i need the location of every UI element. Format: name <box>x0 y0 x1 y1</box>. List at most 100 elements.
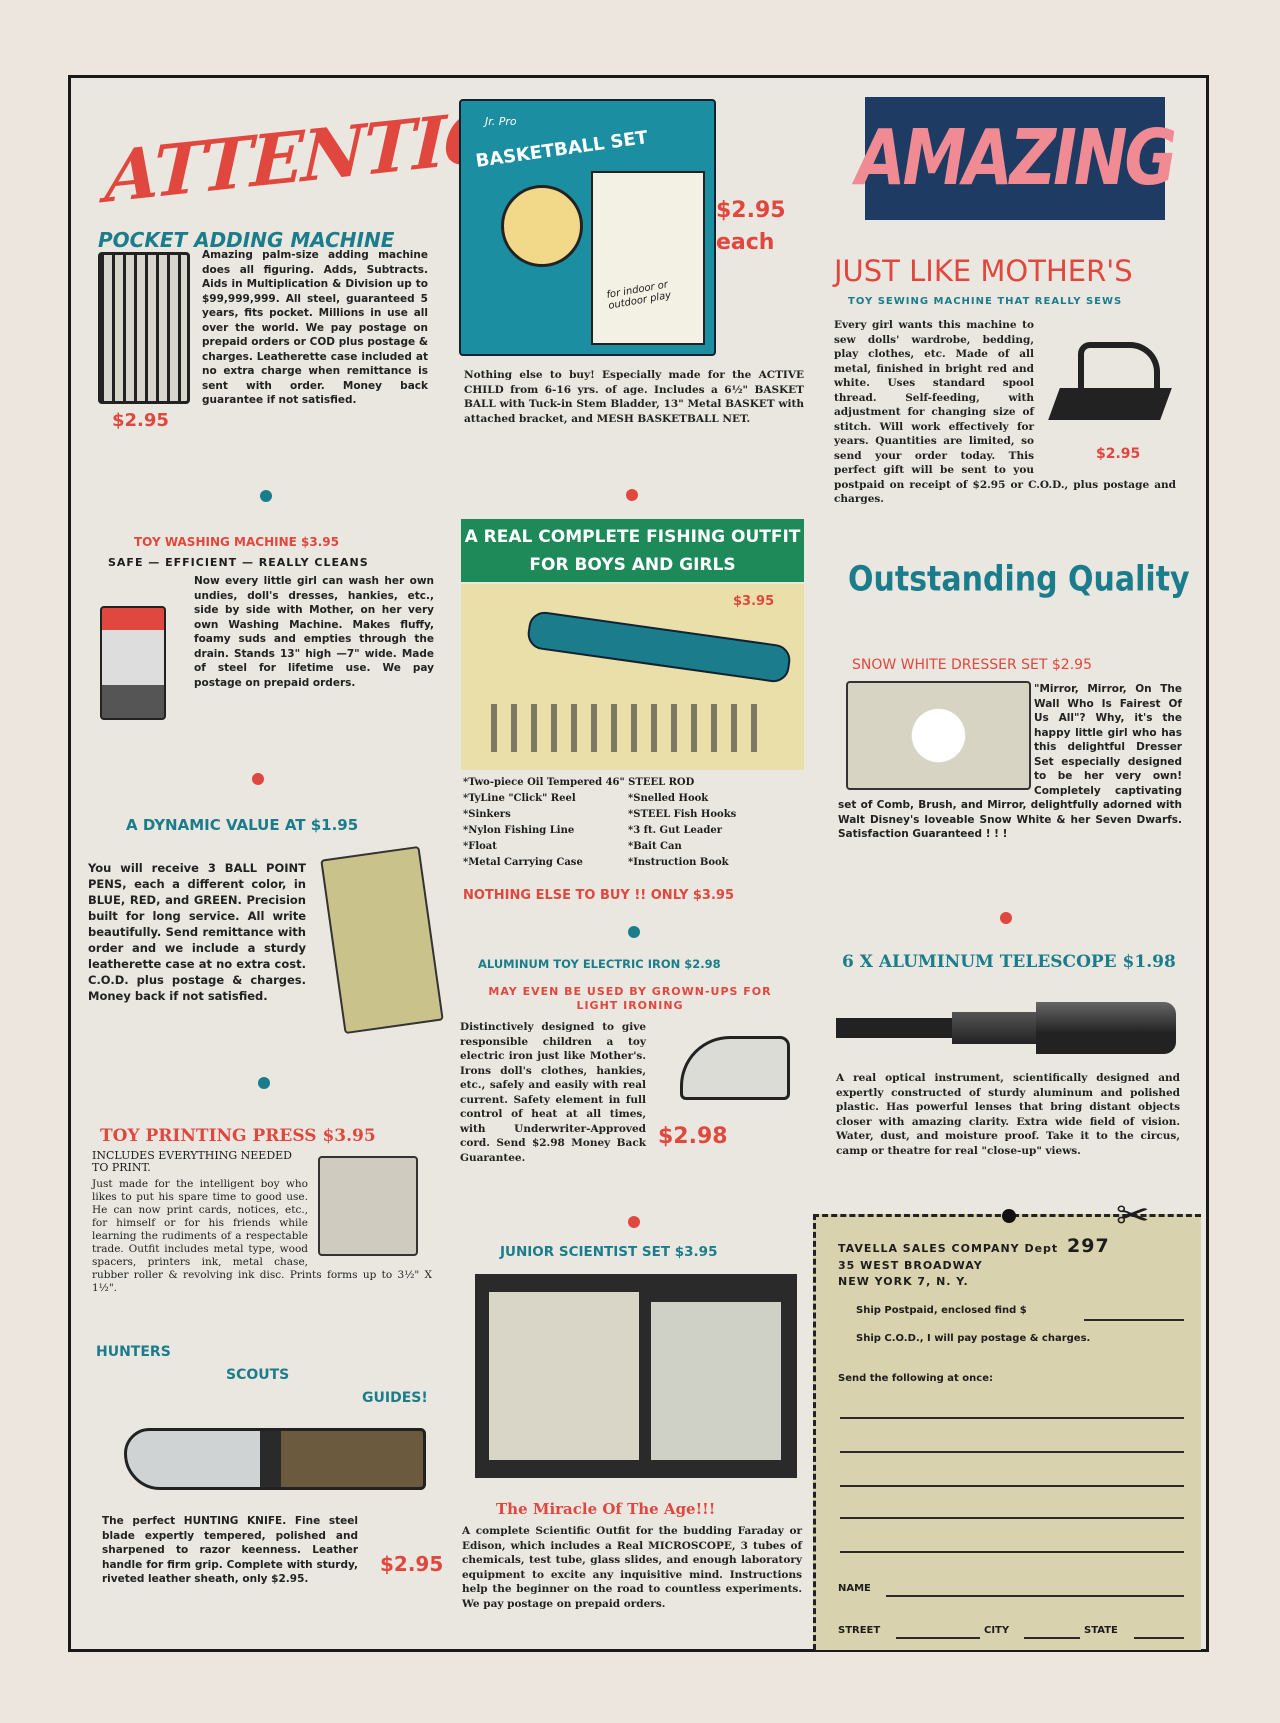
set-tray-right <box>651 1302 781 1460</box>
fishing-footer: NOTHING ELSE TO BUY !! ONLY $3.95 <box>463 888 735 903</box>
hoop-panel: for indoor or outdoor play <box>591 171 705 345</box>
printing-press-image <box>318 1156 418 1256</box>
amazing-banner: AMAZING <box>856 97 1177 220</box>
image-spacer <box>838 682 1034 796</box>
amazing-text: AMAZING <box>855 114 1177 203</box>
fishing-banner-line1: A REAL COMPLETE FISHING OUTFIT <box>464 527 801 547</box>
street-field[interactable] <box>896 1637 980 1639</box>
sewing-machine-image <box>1048 336 1172 428</box>
image-spacer <box>308 1178 432 1258</box>
order-line-field[interactable] <box>840 1451 1184 1453</box>
coupon-city: NEW YORK 7, N. Y. <box>838 1275 969 1288</box>
bullet-dot <box>252 773 264 785</box>
pens-title: A DYNAMIC VALUE AT $1.95 <box>126 816 359 834</box>
coupon-dot <box>1002 1209 1016 1223</box>
telescope-body: A real optical instrument, scientificall… <box>836 1072 1180 1157</box>
bullet-dot <box>1000 912 1012 924</box>
fishing-price: $3.95 <box>733 594 775 609</box>
pens-body: You will receive 3 BALL POINT PENS, each… <box>88 861 306 1003</box>
order-line-field[interactable] <box>840 1485 1184 1487</box>
order-coupon[interactable]: ✂ TAVELLA SALES COMPANY Dept 297 35 WEST… <box>813 1193 1201 1650</box>
snow-white-dresser-image <box>846 681 1031 790</box>
telescope-tube-large <box>1036 1002 1176 1054</box>
adding-machine-title: POCKET ADDING MACHINE <box>98 228 395 252</box>
knife-body: The perfect HUNTING KNIFE. Fine steel bl… <box>102 1515 358 1585</box>
name-field[interactable] <box>886 1595 1184 1597</box>
state-field[interactable] <box>1134 1637 1184 1639</box>
name-label: NAME <box>838 1583 871 1594</box>
fishing-items-list: *Two-piece Oil Tempered 46" STEEL ROD *T… <box>463 775 793 871</box>
scouts-label: SCOUTS <box>226 1367 290 1383</box>
iron-price: $2.98 <box>658 1124 728 1149</box>
press-body: Just made for the intelligent boy who li… <box>92 1178 432 1295</box>
fishing-outfit-image: $3.95 <box>461 584 804 770</box>
quality-headline: Outstanding Quality <box>848 559 1190 600</box>
order-line-field[interactable] <box>840 1417 1184 1419</box>
fishing-item: *STEEL Fish Hooks <box>628 809 737 820</box>
hunters-label: HUNTERS <box>96 1344 171 1360</box>
order-line-field[interactable] <box>840 1517 1184 1519</box>
sewing-price: $2.95 <box>1096 446 1141 462</box>
sewing-subtitle: TOY SEWING MACHINE THAT REALLY SEWS <box>848 296 1123 307</box>
adding-machine-body-text: Amazing palm-size adding machine does al… <box>202 249 428 406</box>
image-spacer <box>98 248 202 434</box>
dresser-title: SNOW WHITE DRESSER SET $2.95 <box>852 657 1092 673</box>
fishing-item: *Sinkers <box>463 809 511 820</box>
fishing-banner-line2: FOR BOYS AND GIRLS <box>529 555 736 575</box>
order-line-field[interactable] <box>840 1551 1184 1553</box>
scientist-tagline: The Miracle Of The Age!!! <box>496 1500 716 1518</box>
iron-subtitle: MAY EVEN BE USED BY GROWN-UPS FOR LIGHT … <box>488 985 772 1012</box>
amount-field[interactable] <box>1084 1319 1184 1321</box>
telescope-tube-small <box>836 1018 956 1038</box>
iron-title: ALUMINUM TOY ELECTRIC IRON $2.98 <box>478 957 721 971</box>
press-subtitle: INCLUDES EVERYTHING NEEDED TO PRINT. <box>92 1149 292 1174</box>
fishing-item: *Snelled Hook <box>628 793 709 804</box>
adding-machine-image <box>98 252 190 404</box>
washer-body: Now every little girl can wash her own u… <box>194 575 434 689</box>
fishing-item: *Metal Carrying Case <box>463 857 583 868</box>
box-title: BASKETBALL SET <box>474 127 650 172</box>
sewing-machine-arm <box>1078 342 1160 398</box>
city-field[interactable] <box>1024 1637 1080 1639</box>
coupon-street: 35 WEST BROADWAY <box>838 1259 983 1272</box>
scissors-icon: ✂ <box>1116 1193 1150 1239</box>
street-label: STREET <box>838 1625 881 1636</box>
adding-machine-price: $2.95 <box>112 410 169 431</box>
press-title: TOY PRINTING PRESS $3.95 <box>100 1126 376 1146</box>
guides-label: GUIDES! <box>362 1390 428 1406</box>
scientist-set-image <box>475 1274 797 1478</box>
ship-postpaid-option[interactable]: Ship Postpaid, enclosed find $ <box>856 1305 1027 1316</box>
fishing-accessories <box>491 704 761 752</box>
sewing-body-text: Every girl wants this machine to sew dol… <box>834 319 1176 505</box>
box-note: for indoor or outdoor play <box>605 279 672 312</box>
basketball-each: each <box>716 230 775 255</box>
bullet-dot <box>260 490 272 502</box>
fishing-rod-case <box>525 609 793 685</box>
coupon-company: TAVELLA SALES COMPANY Dept 297 <box>838 1235 1110 1257</box>
iron-body: Distinctively designed to give responsib… <box>460 1021 646 1164</box>
scientist-title: JUNIOR SCIENTIST SET $3.95 <box>500 1244 718 1260</box>
fishing-item: *Float <box>463 841 497 852</box>
set-tray-left <box>489 1292 639 1460</box>
press-body-text: Just made for the intelligent boy who li… <box>92 1178 432 1294</box>
basketball-price: $2.95 <box>716 198 786 223</box>
dresser-body: "Mirror, Mirror, On The Wall Who Is Fair… <box>838 682 1182 842</box>
city-label: CITY <box>984 1625 1010 1636</box>
state-label: STATE <box>1084 1625 1118 1636</box>
telescope-title: 6 X ALUMINUM TELESCOPE $1.98 <box>842 952 1176 972</box>
dept-number: 297 <box>1067 1235 1110 1257</box>
ship-cod-option[interactable]: Ship C.O.D., I will pay postage & charge… <box>856 1333 1091 1344</box>
dresser-body-text: "Mirror, Mirror, On The Wall Who Is Fair… <box>838 683 1182 840</box>
fishing-item: *TyLine "Click" Reel <box>463 793 576 804</box>
bullet-dot <box>628 1216 640 1228</box>
washer-subtitle: SAFE — EFFICIENT — REALLY CLEANS <box>108 556 369 569</box>
fishing-item: *3 ft. Gut Leader <box>628 825 722 836</box>
electric-iron-image <box>680 1036 790 1100</box>
basketball-set-box: Jr. Pro BASKETBALL SET for indoor or out… <box>459 99 716 356</box>
send-following-label: Send the following at once: <box>838 1373 993 1384</box>
fishing-banner: A REAL COMPLETE FISHING OUTFIT FOR BOYS … <box>461 519 804 582</box>
scientist-body: A complete Scientific Outfit for the bud… <box>462 1525 802 1610</box>
telescope-image <box>836 1002 1180 1054</box>
hunting-knife-image <box>124 1428 426 1490</box>
company-name: TAVELLA SALES COMPANY Dept <box>838 1242 1059 1255</box>
